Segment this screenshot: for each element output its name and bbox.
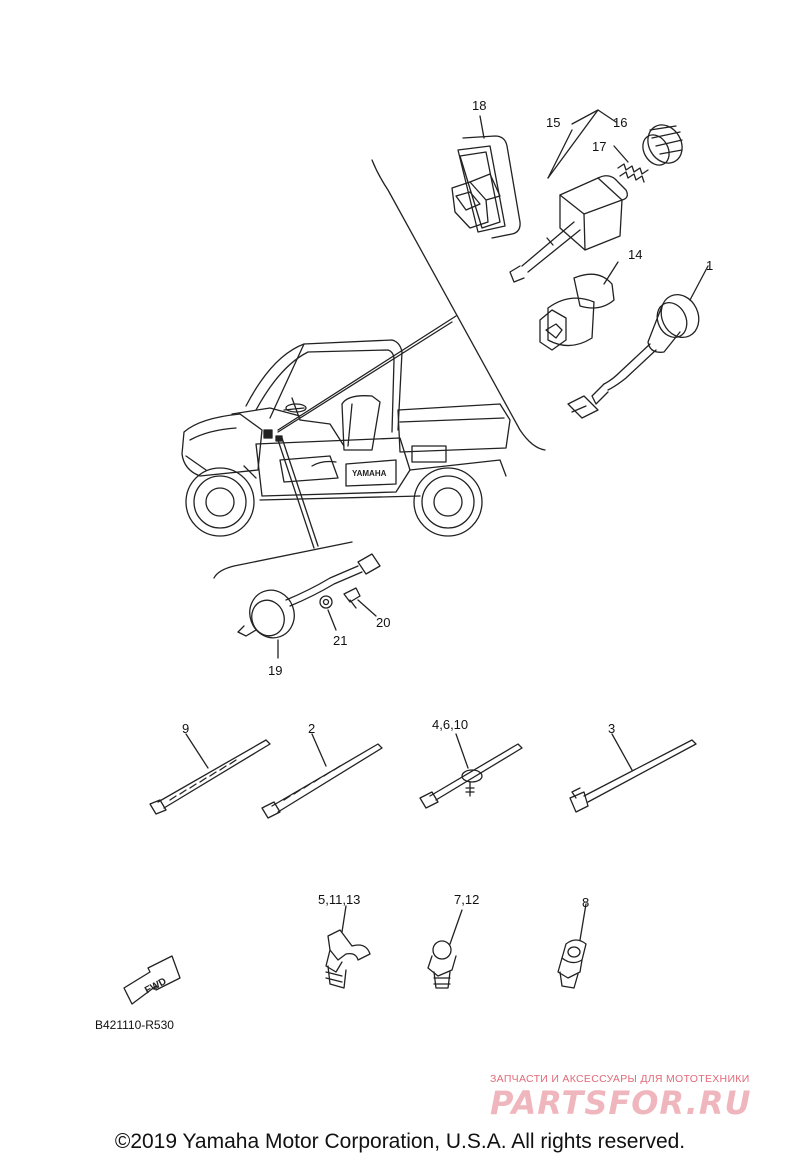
callout-14: 14	[628, 247, 642, 262]
callout-1: 1	[706, 258, 713, 273]
callout-7-12: 7,12	[454, 892, 479, 907]
part-16-knob[interactable]	[638, 119, 689, 170]
part-17-spring[interactable]	[617, 163, 649, 183]
callout-15: 15	[546, 115, 560, 130]
part-20-screw[interactable]	[343, 587, 377, 617]
part-14-sender-unit[interactable]	[539, 261, 619, 351]
callout-18: 18	[472, 98, 486, 113]
part-3-cable-tie[interactable]	[569, 733, 697, 813]
callout-8: 8	[582, 895, 589, 910]
callout-5-11-13: 5,11,13	[318, 892, 360, 907]
part-21-washer[interactable]	[319, 595, 337, 631]
watermark-logo: PARTSFOR.RU	[490, 1084, 752, 1122]
callout-17: 17	[592, 139, 606, 154]
part-7-12-clip[interactable]	[427, 909, 463, 989]
callout-3: 3	[608, 721, 615, 736]
callout-19: 19	[268, 663, 282, 678]
detail-bracket-lower	[213, 541, 353, 579]
diagram-reference-code: B421110-R530	[95, 1018, 174, 1032]
part-18-switch-panel[interactable]	[451, 135, 521, 239]
copyright-notice: ©2019 Yamaha Motor Corporation, U.S.A. A…	[114, 1130, 686, 1153]
part-8-clip[interactable]	[557, 903, 587, 989]
callout-21: 21	[333, 633, 347, 648]
part-2-cable-tie[interactable]	[261, 733, 383, 819]
watermark-tagline: ЗАПЧАСТИ И АКСЕССУАРЫ ДЛЯ МОТОТЕХНИКИ	[490, 1073, 750, 1085]
part-9-cable-tie[interactable]	[149, 733, 271, 815]
part-19-socket-lead[interactable]	[237, 553, 381, 659]
fwd-label: FWD	[143, 976, 168, 996]
leader-line-upper	[277, 315, 457, 431]
callout-2: 2	[308, 721, 315, 736]
vehicle-utv-illustration	[181, 339, 511, 537]
callout-20: 20	[376, 615, 390, 630]
detail-bracket-upper	[371, 159, 546, 451]
part-4-6-10-anchor-tie[interactable]	[419, 733, 523, 809]
vehicle-badge: YAMAHA	[352, 469, 387, 478]
part-15-switch-assembly[interactable]	[509, 175, 628, 283]
part-1-socket-harness[interactable]	[567, 265, 709, 419]
part-5-11-13-clamp[interactable]	[325, 905, 371, 989]
fwd-arrow-icon	[123, 955, 181, 1005]
callout-16: 16	[613, 115, 627, 130]
callout-4-6-10: 4,6,10	[432, 717, 468, 732]
callout-9: 9	[182, 721, 189, 736]
